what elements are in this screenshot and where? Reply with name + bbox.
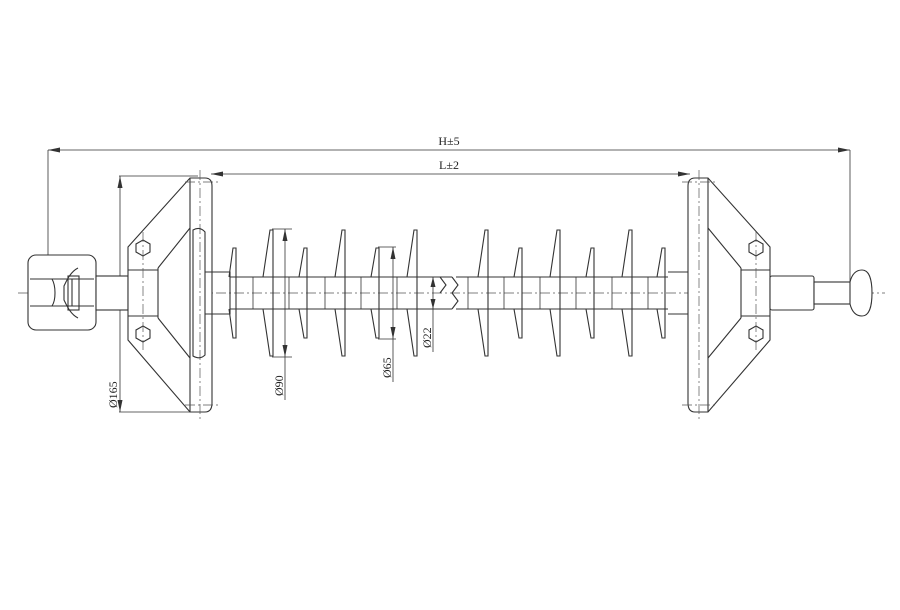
dimension-large-shed-label: Ø90 [272, 375, 286, 396]
dimension-core-rod-label: Ø22 [420, 327, 434, 348]
dimension-small-shed-label: Ø65 [380, 357, 394, 378]
dimension-l: L±2 [211, 158, 690, 177]
dimension-core-rod: Ø22 [420, 277, 436, 352]
dimension-large-shed: Ø90 [272, 228, 292, 400]
socket-end-fitting [27, 254, 129, 331]
small-shed [228, 247, 666, 339]
dimension-ring-label: Ø165 [106, 381, 120, 408]
dimension-small-shed: Ø65 [378, 246, 396, 382]
ball-end-fitting [769, 269, 873, 317]
dimension-h-label: H±5 [438, 134, 459, 148]
dimension-l-label: L±2 [439, 158, 459, 172]
grading-ring-left [127, 170, 231, 420]
grading-ring-right [668, 170, 771, 420]
sheds [228, 229, 668, 357]
dimension-h: H±5 [47, 134, 851, 290]
large-shed [262, 229, 633, 357]
break-line [451, 276, 459, 310]
